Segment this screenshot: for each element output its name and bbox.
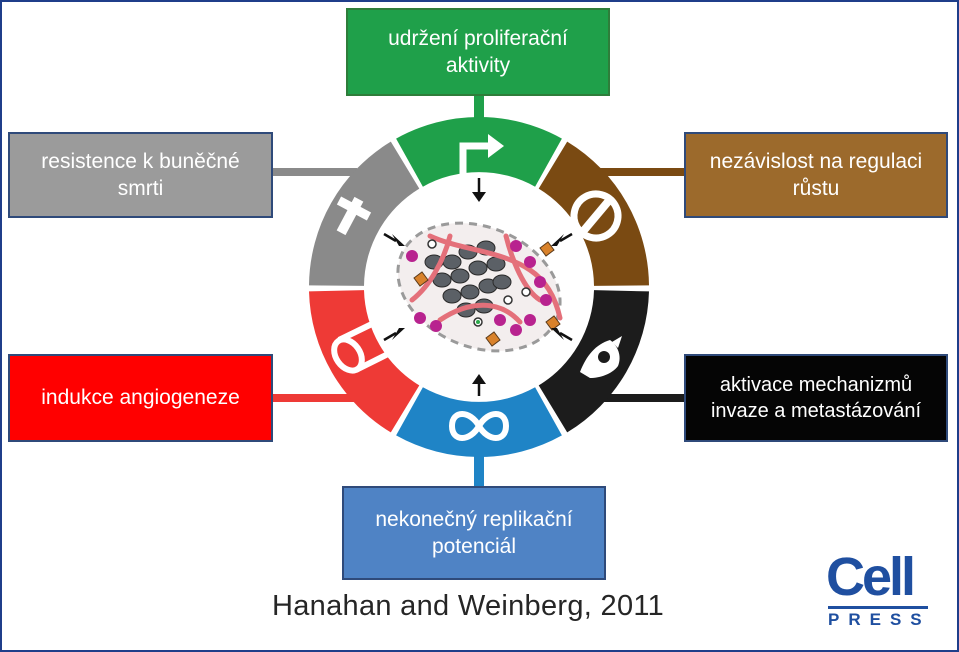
hallmark-label-replicative-immortality: nekonečný replikační potenciál	[375, 507, 573, 558]
arrow-icon	[459, 134, 504, 180]
cell-press-logo: Cell PRESS	[826, 548, 930, 632]
logo-subtitle: PRESS	[828, 610, 931, 629]
inward-arrows	[383, 178, 573, 396]
connector-bottom	[474, 446, 484, 488]
arrow-from-top-right	[551, 232, 573, 246]
hallmark-label-cell-death-resistance: resistence k buněčné smrti	[41, 149, 240, 200]
connector-top-left	[273, 168, 357, 176]
hallmark-box-growth-independence: nezávislost na regulaci růstu	[684, 132, 948, 218]
hallmark-box-proliferation: udržení proliferační aktivity	[346, 8, 610, 96]
arrow-from-bottom-left	[383, 328, 405, 342]
hallmark-label-invasion-metastasis: aktivace mechanizmů invaze a metastázová…	[710, 374, 922, 422]
cross-icon	[336, 196, 372, 236]
connector-top	[474, 96, 484, 136]
hallmark-label-angiogenesis: indukce angiogeneze	[41, 386, 240, 410]
citation-text: Hanahan and Weinberg, 2011	[272, 590, 665, 622]
infinity-icon	[448, 411, 510, 441]
arrow-from-top-left	[383, 232, 405, 246]
connector-bottom-right	[600, 394, 684, 402]
arrow-from-bottom-right	[551, 328, 573, 342]
logo-wordmark: Cell	[826, 547, 916, 607]
arrow-from-top	[472, 178, 486, 202]
tumor-icon	[366, 174, 592, 400]
hallmark-box-replicative-immortality: nekonečný replikační potenciál	[342, 486, 606, 580]
hallmark-box-invasion-metastasis: aktivace mechanizmů invaze a metastázová…	[684, 354, 948, 442]
connector-top-right	[600, 168, 684, 176]
arrow-from-bottom	[472, 374, 486, 396]
connector-bottom-left	[273, 394, 357, 402]
hallmark-label-growth-independence: nezávislost na regulaci růstu	[709, 149, 923, 200]
logo-divider	[828, 606, 928, 609]
no-entry-icon	[570, 190, 622, 242]
segment-green	[396, 117, 562, 187]
hallmark-box-cell-death-resistance: resistence k buněčné smrti	[8, 132, 273, 218]
connector-lines	[273, 96, 684, 488]
hallmark-label-proliferation: udržení proliferační aktivity	[388, 26, 568, 77]
blood-vessel-icon	[331, 319, 394, 374]
invasive-cell-icon	[580, 336, 622, 378]
hallmark-box-angiogenesis: indukce angiogeneze	[8, 354, 273, 442]
